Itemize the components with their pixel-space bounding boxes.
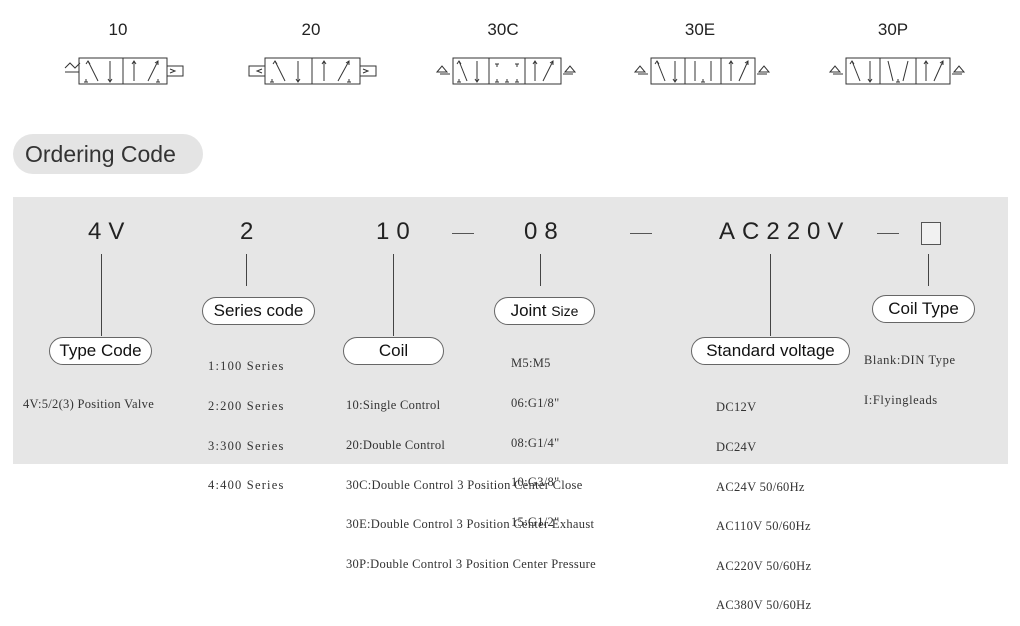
list-item: 3:300 Series <box>208 438 285 453</box>
joint-size-label: Joint Size <box>494 297 595 325</box>
joint-size-list: M5:M5 06:G1/8" 08:G1/4" 10:G3/8" 15:G1/2… <box>511 331 559 542</box>
coil-label: Coil <box>343 337 444 365</box>
valve-symbol-20-icon <box>248 57 377 85</box>
type-code-label: Type Code <box>49 337 152 365</box>
standard-voltage-label: Standard voltage <box>691 337 850 365</box>
list-item: 4:400 Series <box>208 478 285 493</box>
valve-symbol-30c-icon <box>435 57 577 85</box>
connector-line <box>928 254 929 286</box>
connector-line <box>101 254 102 336</box>
list-item: 20:Double Control <box>346 438 446 453</box>
list-item: DC12V <box>716 400 757 415</box>
list-item: AC220V 50/60Hz <box>716 558 812 573</box>
ordering-code-panel <box>13 197 1008 464</box>
connector-line <box>540 254 541 286</box>
list-item: AC24V 50/60Hz <box>716 479 805 494</box>
connector-line <box>393 254 394 336</box>
code-series: 2 <box>240 218 261 245</box>
symbol-label-30c: 30C <box>487 20 519 39</box>
standard-voltage-list: DC12V DC24V AC24V 50/60Hz AC110V 50/60Hz… <box>716 375 811 626</box>
code-coil-type-box <box>921 222 941 245</box>
code-separator <box>877 233 899 234</box>
list-item: 10:G3/8" <box>511 475 560 490</box>
symbol-label-30p: 30P <box>877 20 909 39</box>
list-item: 4V:5/2(3) Position Valve <box>23 397 155 412</box>
code-separator <box>630 233 652 234</box>
valve-symbol-30p-icon <box>828 57 966 85</box>
symbol-label-20: 20 <box>301 20 321 39</box>
valve-symbol-10-icon <box>64 57 184 85</box>
symbol-label-30e: 30E <box>684 20 716 39</box>
code-coil: 10 <box>376 218 417 245</box>
list-item: DC24V <box>716 440 757 455</box>
list-item: I:Flyingleads <box>864 393 938 408</box>
list-item: 10:Single Control <box>346 398 441 413</box>
list-item: M5:M5 <box>511 356 551 371</box>
series-code-list: 1:100 Series 2:200 Series 3:300 Series 4… <box>208 334 285 506</box>
list-item: AC110V 50/60Hz <box>716 519 811 534</box>
list-item: AC380V 50/60Hz <box>716 598 812 613</box>
list-item: 15:G1/2" <box>511 514 560 529</box>
list-item: 06:G1/8" <box>511 396 560 411</box>
joint-size-label-main: Joint <box>510 301 552 320</box>
list-item: 2:200 Series <box>208 399 285 414</box>
symbol-label-10: 10 <box>108 20 128 39</box>
connector-line <box>246 254 247 286</box>
code-type: 4V <box>88 218 132 245</box>
coil-type-label: Coil Type <box>872 295 975 323</box>
coil-type-list: Blank:DIN Type I:Flyingleads <box>864 328 956 420</box>
list-item: 1:100 Series <box>208 359 285 374</box>
joint-size-label-small: Size <box>551 303 579 319</box>
code-voltage: AC220V <box>719 218 851 245</box>
connector-line <box>770 254 771 336</box>
list-item: 08:G1/4" <box>511 435 560 450</box>
valve-symbol-30e-icon <box>633 57 771 85</box>
ordering-code-heading: Ordering Code <box>13 134 203 174</box>
code-joint: 08 <box>524 218 565 245</box>
list-item: Blank:DIN Type <box>864 353 956 368</box>
type-code-list: 4V:5/2(3) Position Valve <box>23 372 154 425</box>
list-item: 30P:Double Control 3 Position Center Pre… <box>346 556 596 571</box>
series-code-label: Series code <box>202 297 315 325</box>
code-separator <box>452 233 474 234</box>
